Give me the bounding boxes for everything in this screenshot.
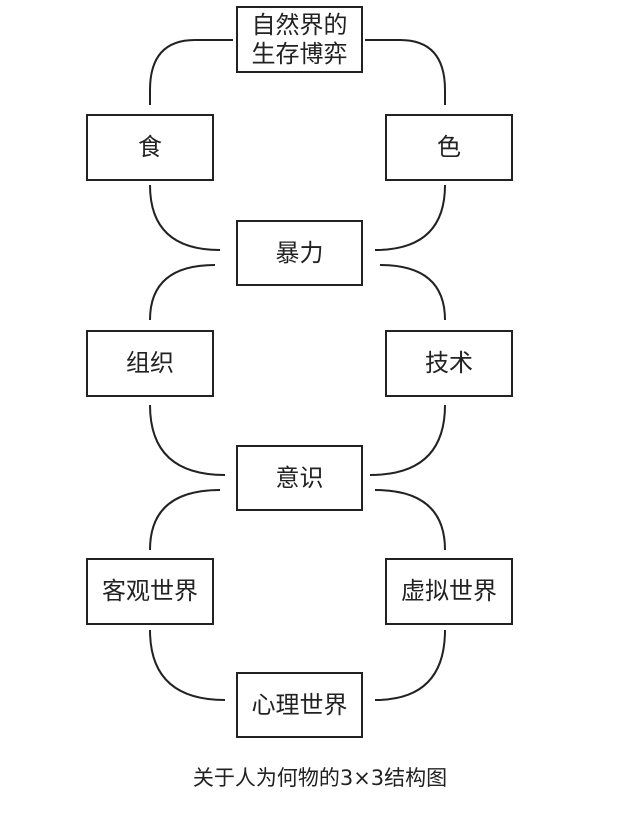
connector-technology-consciousness — [369, 404, 446, 476]
node-label: 客观世界 — [102, 577, 198, 606]
connector-food-violence — [149, 184, 221, 251]
connector-consciousness-objective — [149, 489, 221, 551]
connector-organization-consciousness — [149, 404, 226, 476]
diagram-caption: 关于人为何物的3×3结构图 — [192, 766, 448, 790]
node-label: 虚拟世界 — [401, 577, 497, 606]
connector-violence-organization — [149, 264, 216, 321]
node-virtual-world: 虚拟世界 — [385, 558, 513, 625]
node-label: 技术 — [425, 349, 473, 378]
connector-consciousness-virtual — [374, 489, 446, 551]
connector-objective-psychological — [149, 629, 226, 701]
node-label: 组织 — [126, 349, 174, 378]
node-label: 自然界的 生存博弈 — [251, 10, 348, 68]
node-label: 心理世界 — [251, 690, 348, 719]
node-nature-survival-game: 自然界的 生存博弈 — [236, 6, 363, 73]
connector-sex-violence — [374, 184, 446, 251]
node-objective-world: 客观世界 — [86, 558, 214, 625]
node-label: 色 — [437, 133, 461, 162]
node-violence: 暴力 — [236, 220, 363, 286]
connector-top-left — [149, 39, 233, 105]
node-psychological-world: 心理世界 — [236, 672, 363, 738]
node-food: 食 — [86, 114, 214, 181]
node-label: 暴力 — [275, 238, 324, 267]
node-consciousness: 意识 — [236, 445, 363, 511]
connector-virtual-psychological — [374, 629, 446, 701]
node-technology: 技术 — [385, 330, 513, 397]
node-label: 食 — [138, 133, 162, 162]
node-sex: 色 — [385, 114, 513, 181]
node-label: 意识 — [275, 463, 324, 492]
connector-top-right — [365, 39, 446, 105]
node-organization: 组织 — [86, 330, 214, 397]
connector-violence-technology — [379, 264, 446, 321]
